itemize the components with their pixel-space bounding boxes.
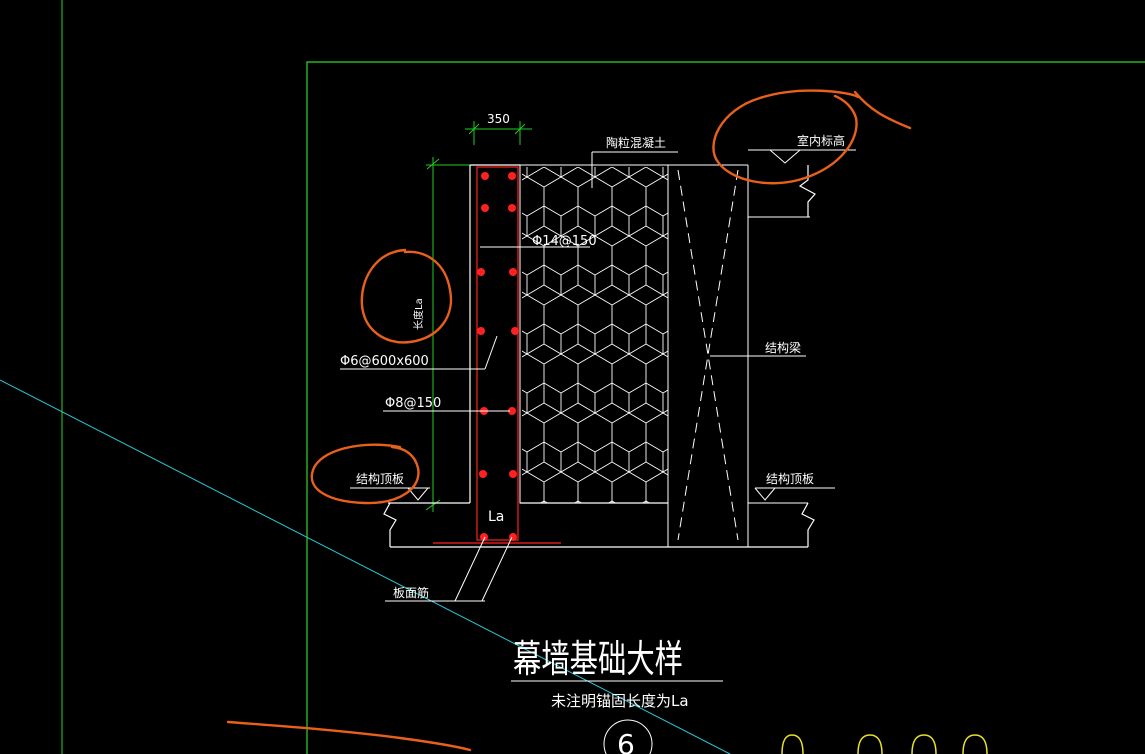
vertical-note-text: 长度La	[412, 298, 425, 330]
rebar-dot	[479, 470, 487, 478]
rebar-column	[433, 166, 561, 544]
label-structural-beam: 结构梁	[765, 340, 801, 355]
rebar-dot	[508, 172, 516, 180]
markup-annotations	[226, 89, 912, 752]
rebar-dot	[509, 268, 517, 276]
rebar-dot	[477, 327, 485, 335]
markup-circle-vertical-note	[360, 248, 453, 344]
rebar-dot	[480, 533, 488, 541]
rebar-dot	[477, 268, 485, 276]
detail-number: 6	[617, 728, 635, 754]
leader-lines	[340, 149, 856, 602]
detail-number-circle	[603, 719, 653, 754]
label-rebar-phi14: Φ14@150	[532, 234, 597, 249]
label-slab-rebar: 板面筋	[393, 585, 429, 600]
label-top-slab-right: 结构顶板	[766, 471, 814, 486]
cyan-construction-line	[0, 379, 731, 754]
rebar-dot	[481, 204, 489, 212]
rebar-dot	[508, 204, 516, 212]
label-anchor-la: La	[488, 509, 504, 525]
label-indoor-elevation: 室内标高	[797, 133, 845, 148]
label-rebar-phi8: Φ8@150	[385, 396, 441, 411]
dimension-350-text: 350	[487, 112, 510, 126]
drawing-title: 幕墙基础大样	[513, 637, 683, 681]
rebar-dot	[508, 407, 516, 415]
markup-circle-elevation	[712, 89, 912, 185]
ceramic-concrete-fill	[519, 164, 669, 504]
label-top-slab-left: 结构顶板	[356, 471, 404, 486]
rebar-dot	[481, 172, 489, 180]
markup-circle-top-slab	[310, 443, 420, 505]
yellow-outlines	[781, 734, 988, 754]
label-ceramic-concrete: 陶粒混凝土	[606, 135, 666, 150]
markup-stroke-bottom	[226, 720, 472, 752]
sheet-frame	[306, 61, 1145, 754]
rebar-dot	[509, 470, 517, 478]
rebar-dot	[511, 327, 519, 335]
rebar-dots	[477, 172, 519, 541]
dimension-350	[465, 121, 532, 145]
label-rebar-phi6: Φ6@600x600	[340, 354, 429, 369]
drawing-subtitle: 未注明锚固长度为La	[551, 692, 689, 710]
base-slab	[383, 165, 816, 548]
